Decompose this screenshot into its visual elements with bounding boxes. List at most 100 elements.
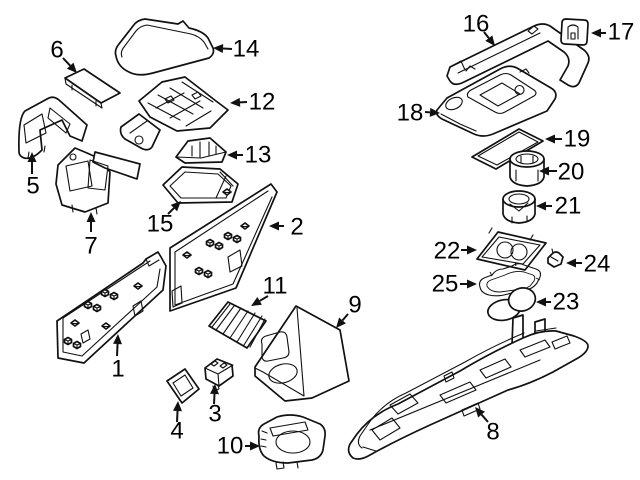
callout-label: 1 xyxy=(111,356,124,383)
part-16 xyxy=(446,23,590,88)
part-25 xyxy=(478,261,542,297)
part-1-detail xyxy=(109,291,119,301)
callout-2[interactable]: 2 xyxy=(269,214,304,241)
part-15 xyxy=(162,166,239,204)
part-5-detail xyxy=(47,107,71,134)
part-25-detail xyxy=(478,263,542,297)
part-24 xyxy=(547,248,564,268)
part-2-detail xyxy=(194,266,204,276)
part-24-detail xyxy=(550,248,559,262)
callout-10[interactable]: 10 xyxy=(217,433,260,460)
callout-18[interactable]: 18 xyxy=(397,100,440,127)
part-19 xyxy=(471,128,544,170)
arrowhead xyxy=(545,134,555,144)
part-3-detail xyxy=(210,360,228,369)
part-21-detail xyxy=(502,190,536,208)
part-20-detail xyxy=(515,155,539,182)
leader-line xyxy=(483,31,490,39)
parts-layer xyxy=(18,18,590,470)
part-23-detail xyxy=(507,287,537,312)
part-16-detail xyxy=(446,23,590,88)
callout-1[interactable]: 1 xyxy=(111,334,125,383)
part-8-detail xyxy=(371,339,551,441)
callout-label: 19 xyxy=(564,126,591,153)
arrowhead xyxy=(251,297,262,306)
callout-4[interactable]: 4 xyxy=(170,401,184,445)
part-18 xyxy=(435,65,557,137)
callout-23[interactable]: 23 xyxy=(536,289,579,316)
part-10-detail xyxy=(260,430,268,448)
callout-22[interactable]: 22 xyxy=(434,238,477,265)
part-5-detail xyxy=(23,113,47,144)
callout-label: 6 xyxy=(50,37,63,64)
callout-label: 17 xyxy=(608,19,635,46)
arrowhead xyxy=(173,401,183,412)
callout-12[interactable]: 12 xyxy=(230,89,275,116)
arrowhead xyxy=(336,317,346,328)
callout-label: 18 xyxy=(397,100,424,127)
part-7-detail xyxy=(71,204,98,215)
callout-21[interactable]: 21 xyxy=(536,193,581,220)
part-20-detail xyxy=(509,150,545,168)
part-2-detail xyxy=(232,234,242,244)
callout-label: 11 xyxy=(263,273,288,300)
callout-9[interactable]: 9 xyxy=(336,292,362,329)
callout-label: 5 xyxy=(26,173,39,200)
part-21-detail xyxy=(509,202,529,224)
callout-5[interactable]: 5 xyxy=(26,152,40,200)
arrowhead xyxy=(213,44,224,54)
part-6-detail xyxy=(71,84,97,107)
part-7-detail xyxy=(69,153,77,161)
part-17-detail xyxy=(560,18,589,46)
part-2-detail xyxy=(214,241,224,251)
part-4 xyxy=(166,368,200,404)
callout-25[interactable]: 25 xyxy=(432,271,477,298)
callout-8[interactable]: 8 xyxy=(475,407,500,446)
part-1-detail xyxy=(145,258,160,267)
callout-label: 14 xyxy=(233,36,260,63)
arrowhead xyxy=(66,62,77,73)
callout-6[interactable]: 6 xyxy=(50,37,77,74)
part-19-detail xyxy=(471,128,544,170)
callout-14[interactable]: 14 xyxy=(213,36,259,63)
part-2-detail xyxy=(174,190,273,306)
part-13-detail xyxy=(175,141,227,159)
callout-13[interactable]: 13 xyxy=(227,142,271,169)
callout-3[interactable]: 3 xyxy=(208,384,222,428)
part-5 xyxy=(18,96,88,160)
part-25-detail xyxy=(486,270,536,293)
part-9-detail xyxy=(260,331,290,362)
callout-7[interactable]: 7 xyxy=(84,212,98,260)
part-22-detail xyxy=(496,241,514,259)
callout-20[interactable]: 20 xyxy=(539,159,584,186)
part-1-detail xyxy=(92,303,102,313)
part-9-detail xyxy=(254,305,350,402)
part-15-detail xyxy=(169,171,232,199)
arrowhead xyxy=(269,221,279,231)
callout-15[interactable]: 15 xyxy=(147,201,181,238)
part-11 xyxy=(208,301,267,349)
part-10 xyxy=(257,414,326,470)
part-18-detail xyxy=(435,65,557,137)
part-25-detail xyxy=(489,261,541,281)
part-2-detail xyxy=(223,231,233,241)
callout-label: 12 xyxy=(249,89,276,116)
callout-16[interactable]: 16 xyxy=(463,11,495,47)
part-3 xyxy=(204,358,234,392)
part-2-detail xyxy=(169,183,278,312)
part-22-detail xyxy=(488,227,534,241)
part-12 xyxy=(119,76,229,151)
arrowhead xyxy=(429,107,440,117)
part-1-detail xyxy=(100,288,110,298)
part-12-detail xyxy=(164,91,202,104)
callout-11[interactable]: 11 xyxy=(251,273,287,307)
part-8-detail xyxy=(362,335,571,452)
callout-19[interactable]: 19 xyxy=(545,126,590,153)
part-22 xyxy=(476,227,547,271)
part-10-detail xyxy=(275,461,299,470)
callout-24[interactable]: 24 xyxy=(566,251,610,278)
callout-17[interactable]: 17 xyxy=(591,19,634,46)
leader-line xyxy=(341,313,349,322)
part-21 xyxy=(502,190,536,224)
part-2-detail xyxy=(227,249,243,273)
